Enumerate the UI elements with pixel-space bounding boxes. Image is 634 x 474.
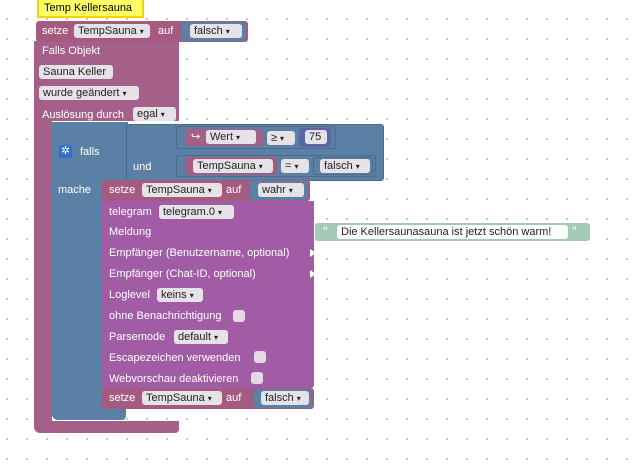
chevron-down-icon: ▾: [139, 27, 144, 36]
ohne-benachrichtigung-label: ohne Benachrichtigung: [109, 310, 222, 322]
set-variable-block-true[interactable]: setze TempSauna▾ auf wahr▾: [102, 180, 310, 201]
auf-label: auf: [158, 25, 174, 37]
input-connector: [310, 249, 316, 257]
parsemode-label: Parsemode: [109, 331, 166, 343]
ausloesung-dropdown[interactable]: egal▾: [133, 107, 176, 121]
block-title[interactable]: Temp Kellersauna: [37, 0, 144, 18]
operator-dropdown[interactable]: ≥▾: [267, 131, 295, 145]
loglevel-dropdown[interactable]: keins▾: [157, 288, 203, 302]
value-block[interactable]: falsch▾: [254, 389, 312, 408]
if-block-bottom: [52, 408, 126, 420]
telegram-block[interactable]: telegram telegram.0▾ Meldung Empfänger (…: [102, 201, 314, 388]
quote-close-icon: ”: [572, 223, 577, 239]
quote-open-icon: “: [323, 223, 328, 239]
block-title-text: Temp Kellersauna: [44, 2, 133, 14]
set-variable-block-false[interactable]: setze TempSauna▾ auf falsch▾: [102, 388, 314, 409]
wert-dropdown[interactable]: Wert▾: [206, 130, 256, 144]
object-id-field[interactable]: Sauna Keller: [39, 65, 113, 79]
mache-label: mache: [58, 184, 92, 196]
und-label: und: [133, 161, 152, 173]
variable-dropdown[interactable]: TempSauna▾: [142, 183, 222, 197]
boolean-dropdown[interactable]: wahr▾: [258, 183, 304, 197]
chevron-down-icon: ▾: [189, 291, 194, 300]
arrow-icon: ↪: [191, 131, 201, 143]
number-block[interactable]: 75: [299, 128, 331, 147]
meldung-label: Meldung: [109, 226, 152, 238]
ausloesung-label: Auslösung durch: [42, 109, 124, 121]
get-variable-block[interactable]: TempSauna▾: [185, 157, 277, 175]
chevron-down-icon: ▾: [258, 162, 263, 171]
message-field[interactable]: Die Kellersaunasauna ist jetzt schön war…: [337, 225, 568, 239]
gear-icon[interactable]: ✲: [59, 145, 72, 158]
chevron-down-icon: ▾: [207, 394, 212, 403]
variable-dropdown[interactable]: TempSauna▾: [142, 391, 222, 405]
set-keyword: setze: [109, 184, 136, 196]
message-text-block[interactable]: “ Die Kellersaunasauna ist jetzt schön w…: [315, 223, 590, 241]
number-field[interactable]: 75: [305, 130, 327, 144]
falls-label: falls: [80, 146, 100, 158]
boolean-dropdown[interactable]: falsch▾: [261, 391, 309, 405]
chevron-down-icon: ▾: [236, 133, 241, 142]
set-keyword: setze: [42, 25, 69, 37]
value-attribute-block[interactable]: ↪ Wert▾: [185, 129, 263, 146]
chevron-down-icon: ▾: [296, 394, 301, 403]
chevron-down-icon: ▾: [160, 110, 165, 119]
chevron-down-icon: ▾: [355, 162, 360, 171]
ohne-benachrichtigung-checkbox[interactable]: [233, 310, 245, 322]
auf-label: auf: [226, 392, 242, 404]
set-keyword: setze: [109, 392, 136, 404]
chevron-down-icon: ▾: [217, 208, 222, 217]
chevron-down-icon: ▾: [207, 186, 212, 195]
empfaenger-user-label: Empfänger (Benutzername, optional): [109, 247, 290, 259]
variable-dropdown[interactable]: TempSauna▾: [74, 24, 150, 38]
telegram-label: telegram: [109, 206, 152, 218]
set-variable-block-top[interactable]: setze TempSauna▾ auf falsch▾: [36, 21, 248, 42]
boolean-dropdown[interactable]: falsch▾: [320, 159, 370, 173]
chevron-down-icon: ▾: [214, 333, 219, 342]
boolean-block[interactable]: falsch▾: [313, 157, 373, 175]
condition-dropdown[interactable]: wurde geändert▾: [39, 86, 139, 100]
value-block[interactable]: falsch▾: [182, 22, 246, 41]
boolean-dropdown[interactable]: falsch▾: [190, 24, 242, 38]
compare-block-2[interactable]: TempSauna▾ =▾ falsch▾: [176, 155, 376, 177]
telegram-instance-dropdown[interactable]: telegram.0▾: [159, 205, 234, 219]
event-block-left: [34, 41, 52, 431]
webvorschau-label: Webvorschau deaktivieren: [109, 373, 239, 385]
auf-label: auf: [226, 184, 242, 196]
escapezeichen-checkbox[interactable]: [254, 351, 266, 363]
chevron-down-icon: ▾: [122, 89, 127, 98]
chevron-down-icon: ▾: [280, 134, 285, 143]
empfaenger-chat-label: Empfänger (Chat-ID, optional): [109, 268, 256, 280]
chevron-down-icon: ▾: [294, 162, 299, 171]
chevron-down-icon: ▾: [225, 27, 230, 36]
loglevel-label: Loglevel: [109, 289, 150, 301]
chevron-down-icon: ▾: [288, 186, 293, 195]
parsemode-dropdown[interactable]: default▾: [174, 330, 228, 344]
escapezeichen-label: Escapezeichen verwenden: [109, 352, 241, 364]
webvorschau-checkbox[interactable]: [251, 372, 263, 384]
variable-dropdown[interactable]: TempSauna▾: [193, 159, 273, 173]
event-block-bottom: [34, 421, 179, 433]
equals-dropdown[interactable]: =▾: [281, 159, 309, 173]
falls-objekt-label: Falls Objekt: [42, 45, 101, 57]
input-connector: [310, 270, 316, 278]
value-block[interactable]: wahr▾: [250, 181, 308, 200]
compare-block-1[interactable]: ↪ Wert▾ ≥▾ 75: [176, 126, 336, 149]
